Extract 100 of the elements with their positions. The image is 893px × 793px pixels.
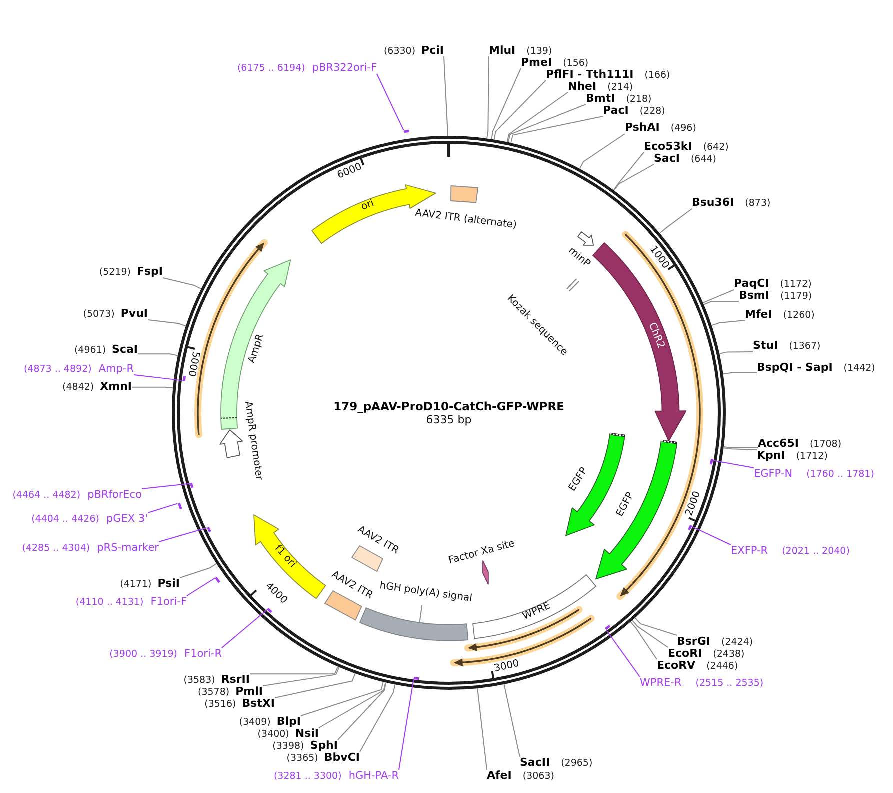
enzyme-name: EcoRI: [668, 648, 702, 660]
enzyme-name: BstXI: [242, 698, 275, 710]
feature-label: minP: [566, 245, 592, 271]
enzyme-name: SphI: [310, 740, 338, 752]
site-position: (873): [745, 198, 771, 210]
leader-line: [691, 526, 732, 546]
plasmid-name: 179_pAAV-ProD10-CatCh-GFP-WPRE: [334, 400, 564, 414]
feature-label: hGH poly(A) signal: [378, 580, 474, 606]
site-position: (1260): [783, 310, 815, 322]
site-position: (1442): [844, 363, 876, 375]
enzyme-name: PflFI - Tth111I: [546, 68, 634, 80]
leader-line: [630, 622, 658, 660]
feature-label: Factor Xa site: [448, 538, 516, 568]
site-position: (214): [608, 82, 634, 94]
leader-line: [274, 673, 356, 698]
primer-range: (3281 .. 3300): [274, 771, 342, 783]
site-position: (228): [640, 106, 666, 118]
site-position: (642): [703, 142, 729, 154]
leader-line: [723, 448, 758, 450]
leader-line: [491, 68, 522, 140]
leader-line: [719, 352, 754, 354]
leader-line: [300, 682, 384, 716]
leader-line: [262, 666, 340, 686]
enzyme-name: AfeI: [487, 770, 512, 782]
leader-line: [180, 563, 218, 578]
leader-line: [723, 446, 758, 449]
feature-label: ChR2: [645, 321, 667, 351]
site-position: (1712): [796, 451, 828, 463]
site-position: (6330): [384, 46, 416, 58]
leader-line: [186, 578, 216, 596]
enzyme-name: ScaI: [112, 344, 138, 356]
leader-line: [504, 684, 520, 758]
leader-line: [398, 678, 414, 770]
leader-line: [444, 56, 448, 136]
enzyme-name: PmeI: [521, 56, 552, 68]
leader-line: [703, 301, 740, 306]
tick-label: 5000: [185, 350, 200, 378]
enzyme-name: Bsu36I: [692, 197, 734, 209]
site-position: (3400): [258, 729, 290, 741]
enzyme-name: PvuI: [120, 308, 148, 320]
leader-line: [132, 386, 174, 389]
leader-line: [134, 374, 184, 382]
primer-range: (4464 .. 4482): [12, 490, 81, 502]
feature-label: AmpR: [246, 332, 268, 366]
leader-line: [477, 688, 488, 770]
leader-line: [222, 610, 268, 648]
enzyme-name: StuI: [753, 340, 778, 352]
primer-name: F1ori-F: [150, 596, 187, 608]
enzyme-name: PacI: [603, 104, 629, 116]
site-position: (2424): [721, 636, 754, 648]
enzyme-name: Acc65I: [758, 438, 799, 450]
primer-name: WPRE-R: [640, 677, 682, 689]
leader-line: [158, 528, 208, 542]
leader-line: [338, 682, 387, 740]
tick-label: 2000: [684, 490, 703, 518]
enzyme-name: XmnI: [100, 381, 132, 393]
tick-label: 6000: [336, 162, 364, 182]
leader-line: [486, 56, 490, 140]
primer-range: (4285 .. 4304): [22, 543, 90, 555]
leader-line: [712, 460, 754, 468]
site-position: (1172): [780, 279, 812, 291]
primer-name: hGH-PA-R: [348, 770, 399, 782]
site-position: (2965): [561, 758, 593, 770]
primer-name: EGFP-N: [754, 468, 793, 480]
leader-line: [711, 320, 746, 326]
enzyme-name: NsiI: [295, 728, 319, 740]
site-position: (3063): [522, 771, 554, 783]
leader-line: [632, 620, 668, 648]
enzyme-name: KpnI: [757, 450, 786, 462]
leader-line: [506, 92, 568, 143]
leader-line: [142, 483, 191, 490]
primer-name: EXFP-R: [731, 545, 768, 557]
leader-line: [579, 134, 626, 170]
leader-line: [250, 666, 339, 675]
leader-line: [508, 104, 586, 143]
enzyme-name: PmlI: [236, 686, 263, 698]
site-position: (4171): [120, 579, 152, 591]
site-position: (3516): [204, 699, 236, 711]
plasmid-length: 6335 bp: [426, 414, 472, 426]
primer-range: (3900 .. 3919): [110, 649, 178, 661]
site-position: (1708): [810, 439, 842, 451]
site-position: (1367): [789, 341, 821, 353]
enzyme-name: BlpI: [276, 716, 301, 728]
enzyme-name: MfeI: [745, 308, 772, 320]
site-position: (2438): [713, 648, 745, 660]
site-position: (3365): [286, 753, 318, 765]
primer-range: (1760 .. 1781): [806, 469, 874, 481]
leader-line: [162, 278, 202, 290]
enzyme-name: PciI: [422, 44, 444, 56]
primer-name: pBR322ori-F: [312, 62, 377, 74]
primer-name: F1ori-R: [184, 648, 222, 660]
primer-name: pBRforEco: [88, 489, 142, 501]
leader-line: [606, 630, 640, 678]
site-position: (166): [644, 70, 670, 82]
enzyme-name: PaqCI: [734, 278, 770, 290]
enzyme-name: MluI: [489, 44, 516, 56]
enzyme-name: SacI: [654, 152, 680, 164]
leader-line: [494, 80, 546, 140]
leader-line: [702, 290, 734, 304]
enzyme-name: BmtI: [586, 92, 616, 104]
